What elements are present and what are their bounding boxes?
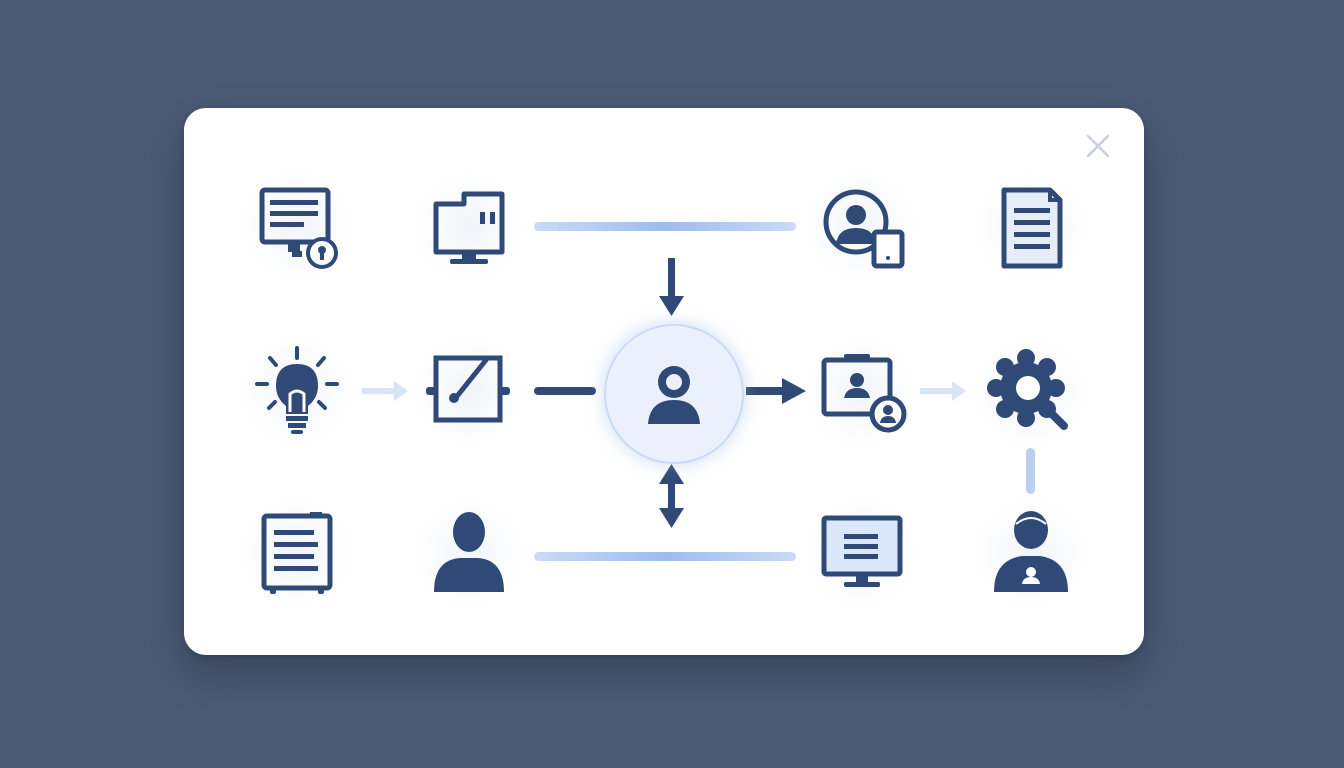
gear-search-icon	[987, 349, 1068, 430]
edit-node[interactable]	[414, 336, 524, 446]
person-badge-icon	[994, 511, 1068, 592]
form-document-icon	[261, 512, 333, 594]
id-badge-icon	[821, 354, 907, 433]
person-badge-node[interactable]	[976, 498, 1086, 608]
gear-search-node[interactable]	[976, 338, 1086, 448]
lightbulb-node[interactable]	[242, 336, 352, 446]
close-button[interactable]	[1082, 130, 1114, 162]
desktop-node[interactable]	[414, 172, 524, 282]
user-tablet-node[interactable]	[806, 170, 916, 280]
lightbulb-icon	[255, 346, 339, 434]
desktop-icon	[433, 191, 505, 264]
document-icon	[1001, 187, 1063, 269]
monitor-text-icon	[821, 515, 903, 587]
user-hub-icon	[648, 366, 700, 424]
id-badge-node[interactable]	[806, 338, 916, 448]
monitor-lock-icon	[259, 187, 338, 269]
user-tablet-icon	[823, 189, 905, 269]
monitor-text-node[interactable]	[806, 498, 916, 608]
close-icon	[1086, 134, 1110, 158]
form-document-node[interactable]	[242, 498, 352, 608]
monitor-lock-node[interactable]	[242, 170, 352, 280]
person-node[interactable]	[414, 498, 524, 608]
person-icon	[434, 512, 504, 592]
edit-icon	[426, 355, 510, 423]
central-user-hub[interactable]	[604, 324, 744, 464]
document-node[interactable]	[976, 172, 1086, 282]
